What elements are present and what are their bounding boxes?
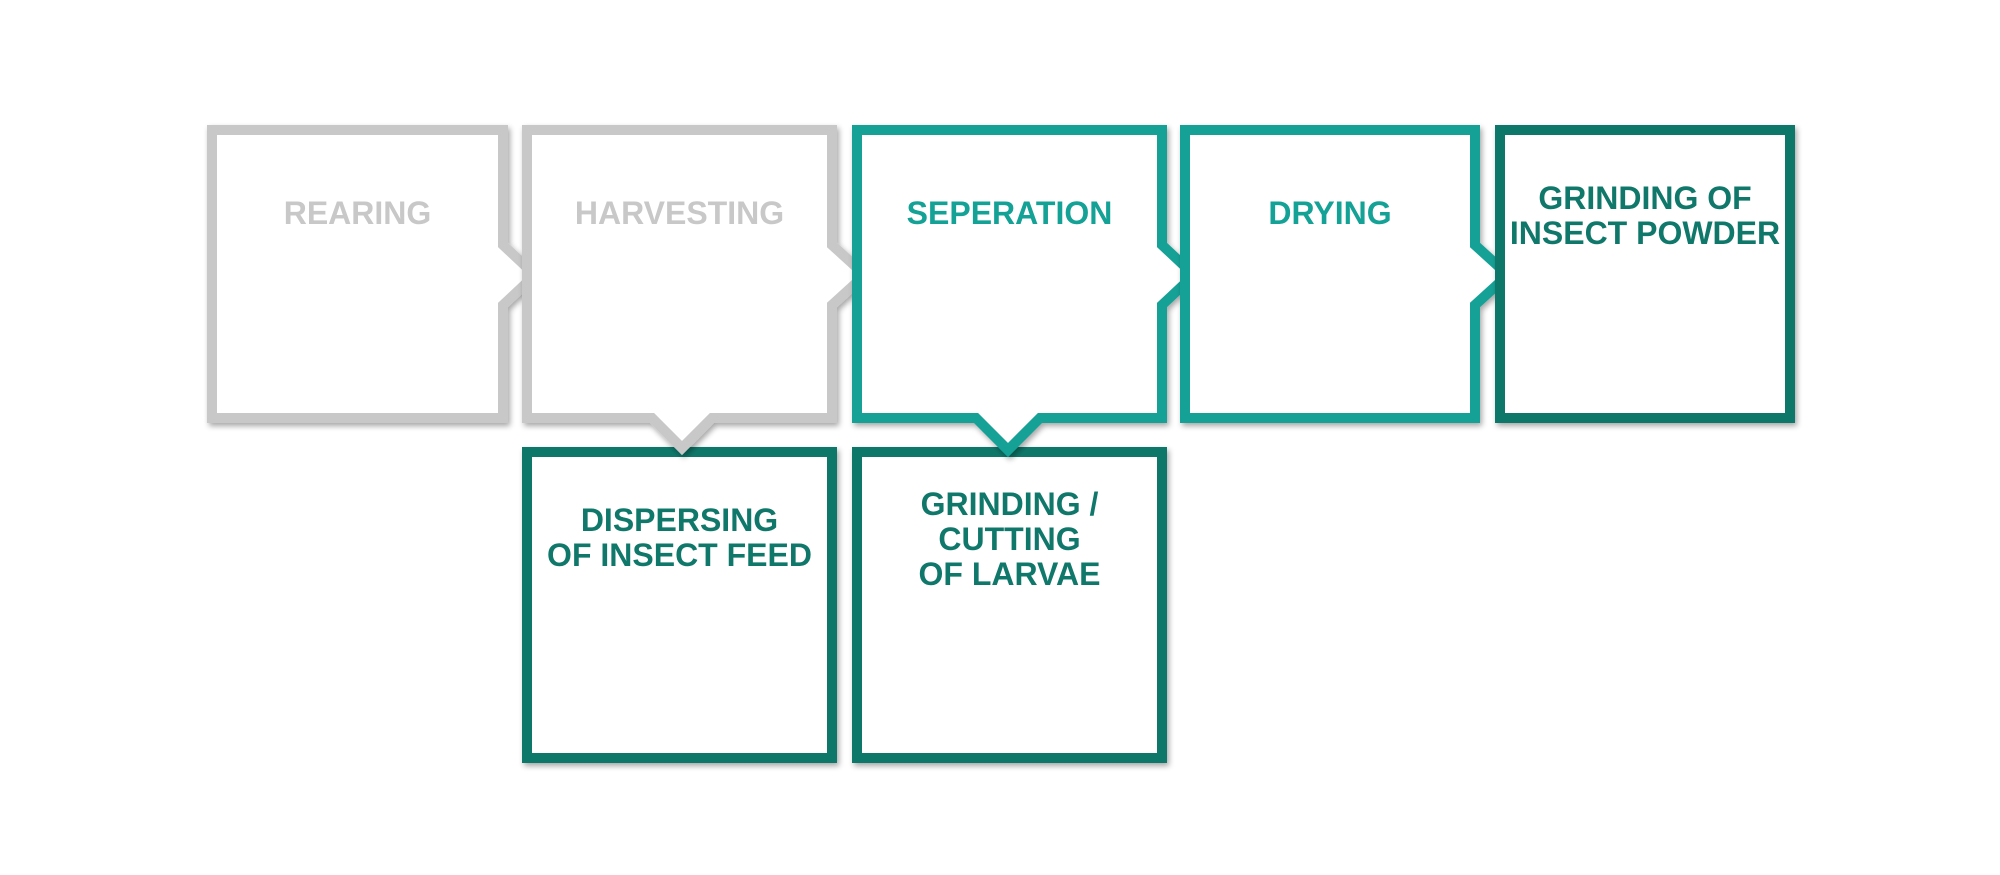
step-label-rearing: REARING xyxy=(283,195,432,231)
step-box-rearing xyxy=(207,125,543,423)
step-box-grinding-powder xyxy=(1495,125,1795,423)
step-box-grinding-larvae xyxy=(852,447,1167,763)
step-box-seperation xyxy=(852,125,1202,458)
step-label-drying: DRYING xyxy=(1268,195,1392,231)
step-label-grinding-powder: GRINDING OF INSECT POWDER xyxy=(1509,180,1781,251)
step-box-harvesting xyxy=(522,125,873,456)
step-label-grinding-larvae: GRINDING / CUTTING OF LARVAE xyxy=(918,486,1101,592)
step-box-dispersing xyxy=(522,447,837,763)
step-box-drying xyxy=(1180,125,1516,423)
step-label-seperation: SEPERATION xyxy=(906,195,1113,231)
step-label-dispersing: DISPERSING OF INSECT FEED xyxy=(547,502,812,573)
step-label-harvesting: HARVESTING xyxy=(574,195,785,231)
